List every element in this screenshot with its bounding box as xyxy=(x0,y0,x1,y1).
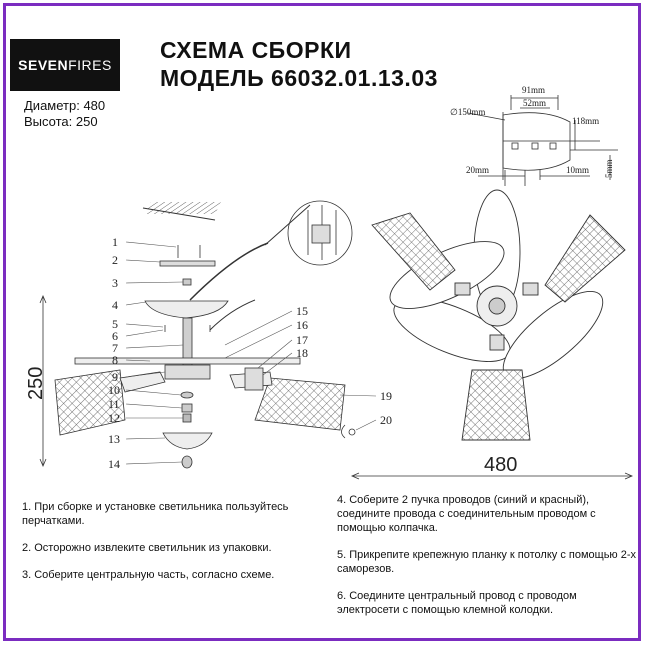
part-labels: 1 2 3 4 5 6 7 8 9 10 11 12 13 14 15 16 1… xyxy=(108,235,392,471)
part-label-16: 16 xyxy=(296,318,308,332)
width-dimension-label: 480 xyxy=(484,454,517,476)
part-label-20: 20 xyxy=(380,413,392,427)
part-label-1: 1 xyxy=(112,235,118,249)
brand-part-1: SEVEN xyxy=(18,57,69,73)
part-label-7: 7 xyxy=(112,341,118,355)
instruction-6: 6. Соедините центральный провод с провод… xyxy=(337,590,577,616)
part-label-11: 11 xyxy=(108,397,120,411)
title-line-1: СХЕМА СБОРКИ xyxy=(160,37,352,63)
dim-20: 20mm xyxy=(466,165,489,175)
instruction-5: 5. Прикрепите крепежную планку к потолку… xyxy=(337,549,637,575)
instruction-2: 2. Осторожно извлеките светильник из упа… xyxy=(22,542,272,554)
dim-91: 91mm xyxy=(522,85,545,95)
width-dimension xyxy=(350,472,634,480)
part-label-10: 10 xyxy=(108,383,120,397)
instruction-4: 4. Соберите 2 пучка проводов (синий и кр… xyxy=(337,494,596,534)
part-label-9: 9 xyxy=(112,370,118,384)
part-label-15: 15 xyxy=(296,304,308,318)
specs: Диаметр: 480 Высота: 250 xyxy=(24,98,106,130)
title-line-2: МОДЕЛЬ 66032.01.13.03 xyxy=(160,65,438,91)
spec-diameter: Диаметр: 480 xyxy=(24,98,106,113)
page-frame xyxy=(3,3,641,641)
part-label-4: 4 xyxy=(112,298,118,312)
part-label-14: 14 xyxy=(108,457,120,471)
dim-5: 5mm xyxy=(604,159,614,178)
part-label-17: 17 xyxy=(296,333,308,347)
dim-118: 118mm xyxy=(572,116,599,126)
spec-height: Высота: 250 xyxy=(24,114,98,129)
instruction-3: 3. Соберите центральную часть, согласно … xyxy=(22,569,275,581)
instructions-right: 4. Соберите 2 пучка проводов (синий и кр… xyxy=(337,493,637,630)
part-label-18: 18 xyxy=(296,346,308,360)
part-label-6: 6 xyxy=(112,329,118,343)
dim-diameter-150: ∅150mm xyxy=(450,107,485,117)
exploded-view xyxy=(54,200,356,469)
brand-part-2: FIRES xyxy=(68,57,112,73)
height-dimension xyxy=(39,294,47,468)
part-label-8: 8 xyxy=(112,353,118,367)
canopy-detail-drawing xyxy=(467,95,618,186)
top-view xyxy=(371,189,626,441)
part-label-3: 3 xyxy=(112,276,118,290)
part-label-19: 19 xyxy=(380,389,392,403)
part-label-12: 12 xyxy=(108,411,120,425)
instruction-1: 1. При сборке и установке светильника по… xyxy=(22,501,289,527)
part-label-5: 5 xyxy=(112,317,118,331)
dim-52: 52mm xyxy=(523,98,546,108)
height-dimension-label: 250 xyxy=(25,367,47,400)
part-label-2: 2 xyxy=(112,253,118,267)
page-title: СХЕМА СБОРКИ МОДЕЛЬ 66032.01.13.03 xyxy=(160,36,438,92)
instructions-left: 1. При сборке и установке светильника по… xyxy=(22,500,322,595)
leader-lines xyxy=(125,241,377,465)
dim-10: 10mm xyxy=(566,165,589,175)
part-label-13: 13 xyxy=(108,432,120,446)
